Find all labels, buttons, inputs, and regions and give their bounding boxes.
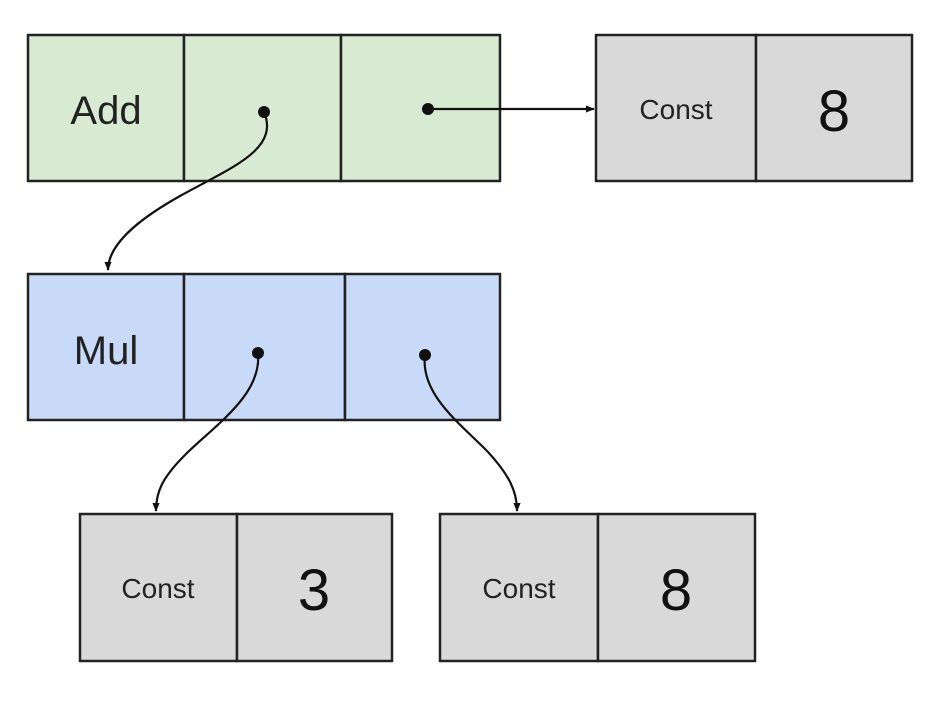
edge-mul-to-const-8 <box>423 354 521 512</box>
mul-node-tag-cell <box>26 272 186 422</box>
const-bottom-left-label: Const <box>121 573 194 604</box>
const-bottom-left-value: 3 <box>298 558 330 623</box>
add-node-label: Add <box>70 89 141 133</box>
const-bottom-right-value-cell <box>596 512 757 663</box>
const-top-right-value-cell <box>754 33 914 183</box>
const-bottom-right-value: 8 <box>660 558 692 623</box>
const-node-bottom-right[interactable]: Const 8 <box>438 512 757 663</box>
const-bottom-right-tag-cell <box>438 512 600 663</box>
const-top-right-label: Const <box>639 94 712 125</box>
mul-node-label: Mul <box>74 329 138 373</box>
const-bottom-left-tag-cell <box>78 512 239 663</box>
edge-mul-to-const-3 <box>152 352 260 512</box>
edge-add-to-mul <box>104 111 269 271</box>
const-bottom-left-value-cell <box>235 512 394 663</box>
const-node-top-right[interactable]: Const 8 <box>594 33 914 183</box>
const-node-bottom-left[interactable]: Const 3 <box>78 512 394 663</box>
const-bottom-right-label: Const <box>482 573 555 604</box>
mul-node-left-cell <box>182 272 347 422</box>
mul-node[interactable]: Mul <box>26 272 502 422</box>
add-node-tag-cell <box>26 33 186 183</box>
const-top-right-value: 8 <box>818 79 850 144</box>
mul-node-right-cell <box>343 272 502 422</box>
